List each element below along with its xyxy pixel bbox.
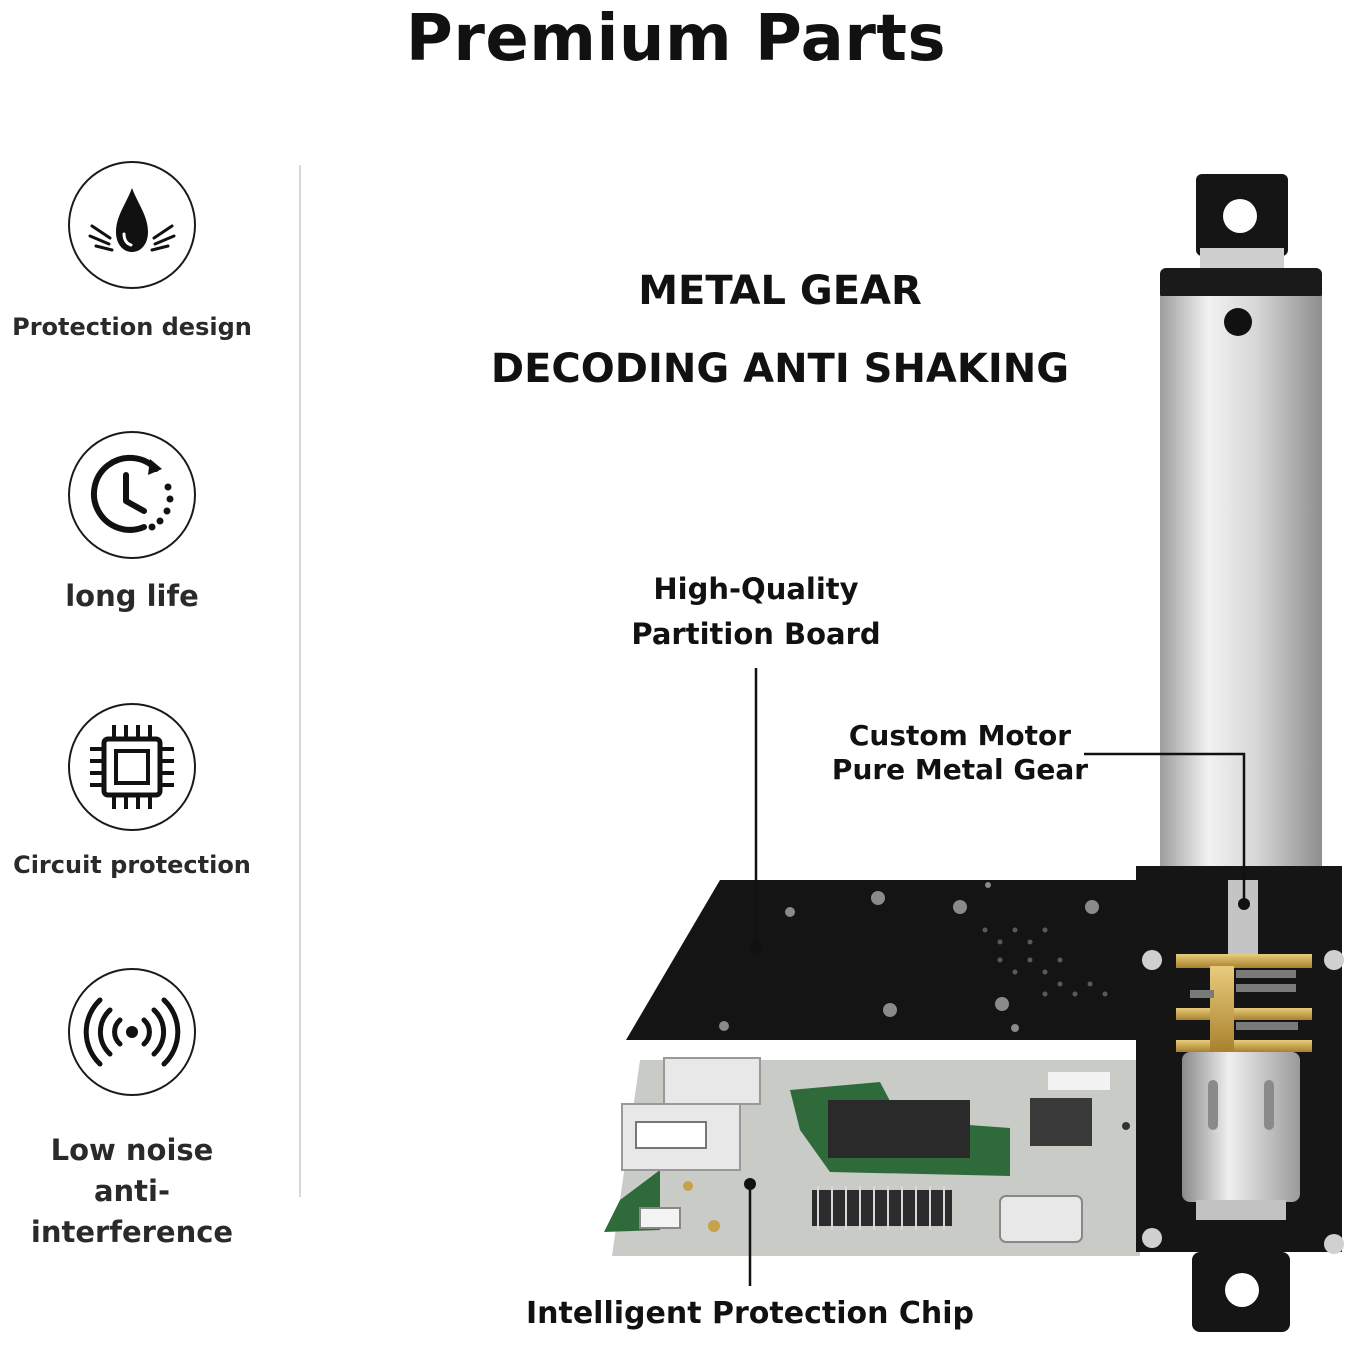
feature-icon-circle	[68, 968, 196, 1096]
actuator-tube	[1160, 268, 1322, 866]
circuit-board	[604, 1057, 1140, 1256]
heading-decoding: DECODING ANTI SHAKING	[490, 346, 1070, 392]
feature-icon-circle	[68, 161, 196, 289]
callout-line: High-Quality	[653, 572, 859, 606]
signal-waves-icon	[83, 997, 181, 1067]
top-mount-bracket	[1196, 174, 1288, 272]
callout-partition-board: High-Quality Partition Board	[606, 567, 906, 657]
feature-low-noise: Low noise anti-interference	[0, 968, 264, 1253]
callout-leaders	[748, 668, 1246, 1286]
feature-circuit-protection: Circuit protection	[0, 703, 264, 879]
gearbox-housing	[1136, 866, 1344, 1254]
feature-label-line1: Low noise	[50, 1133, 214, 1167]
callout-line: Pure Metal Gear	[831, 753, 1089, 786]
clock-cycle-icon	[91, 454, 174, 533]
water-drop-icon	[88, 188, 176, 252]
page-title: Premium Parts	[405, 2, 947, 76]
feature-long-life: long life	[0, 431, 264, 613]
feature-label: long life	[65, 579, 199, 613]
heading-metal-gear: METAL GEAR	[638, 268, 922, 314]
partition-board	[626, 880, 1140, 1040]
callout-dots	[744, 898, 1250, 1190]
feature-label: Protection design	[12, 313, 252, 341]
bottom-mount-bracket	[1192, 1252, 1290, 1332]
feature-icon-circle	[68, 431, 196, 559]
feature-icon-circle	[68, 703, 196, 831]
callout-line: Partition Board	[631, 617, 881, 651]
feature-label: Low noise anti-interference	[0, 1130, 264, 1253]
callout-line: Custom Motor	[848, 719, 1072, 752]
feature-protection-design: Protection design	[0, 161, 264, 341]
feature-label-line2: anti-interference	[30, 1174, 234, 1249]
callout-custom-motor: Custom Motor Pure Metal Gear	[820, 719, 1100, 787]
chip-icon	[90, 725, 174, 809]
column-divider	[299, 165, 301, 1197]
callout-protection-chip: Intelligent Protection Chip	[525, 1296, 975, 1331]
feature-label: Circuit protection	[13, 851, 251, 879]
